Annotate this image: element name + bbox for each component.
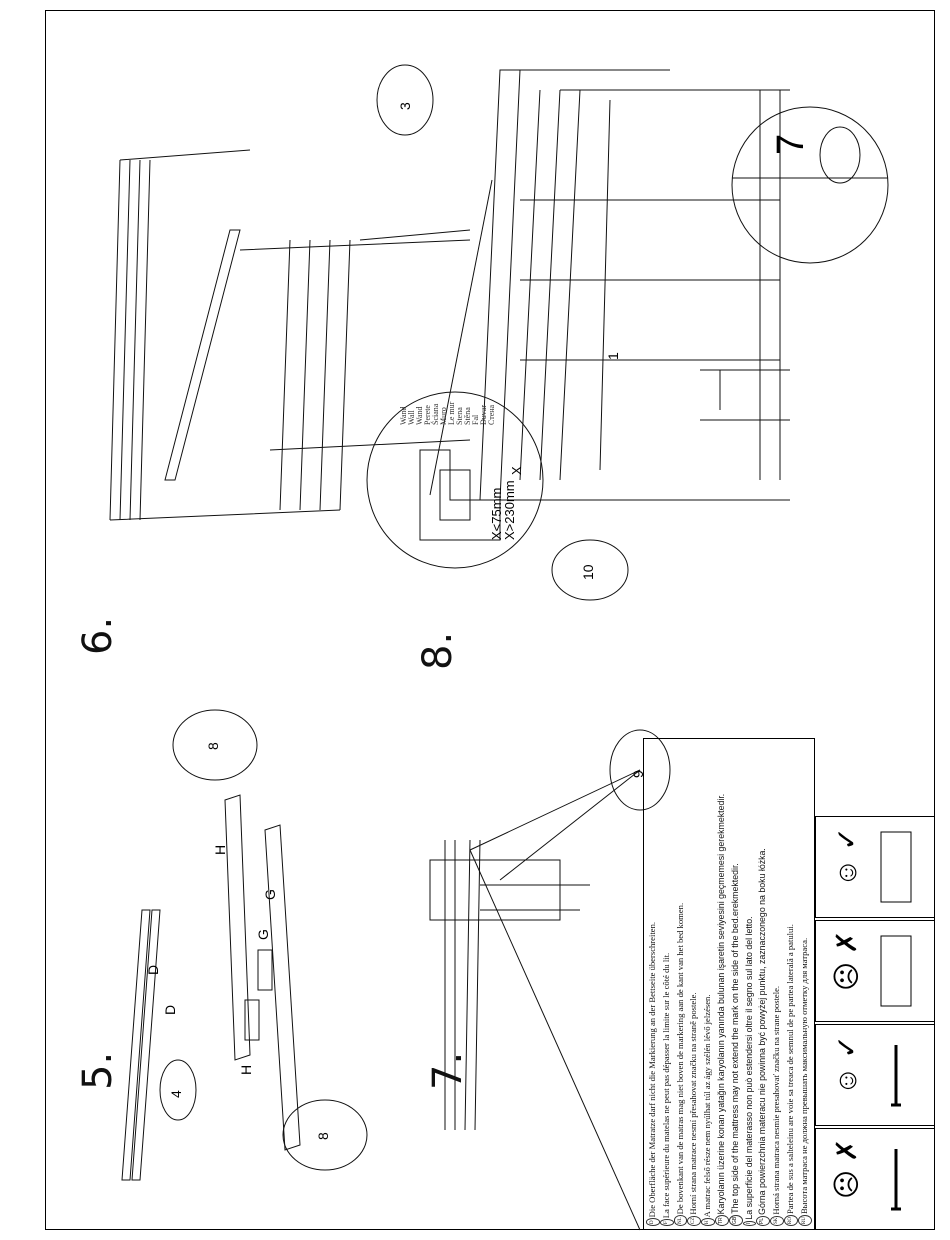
notice-text: Die Oberfläche der Matratze darf nicht d… [646, 921, 657, 1218]
correct-mattress-icon: ☺ ✓ [815, 816, 935, 918]
language-code-badge: D [646, 1218, 660, 1226]
callout-10: 10 [580, 564, 596, 580]
part-D2: D [162, 1004, 178, 1015]
screw-3-callout [376, 64, 434, 136]
step-5-label: 5. [75, 1051, 121, 1090]
wrong-mattress-icon: ☹ ✗ [815, 920, 935, 1022]
language-code-badge: GB [728, 1214, 743, 1226]
step8-bed [429, 69, 790, 501]
svg-text:☹ ✗: ☹ ✗ [831, 1139, 862, 1199]
notice-text: The top side of the mattress may not ext… [730, 863, 741, 1214]
notice-line: SKHorná strana matraca nesmie presahovať… [770, 742, 784, 1226]
language-code-badge: NL [673, 1215, 688, 1226]
x-max-rule: X>230mm [502, 480, 517, 540]
part-D1: D [145, 964, 161, 975]
language-code-badge: SK [770, 1215, 784, 1226]
callout-8a: 8 [205, 742, 221, 750]
screw-8a-callout [172, 709, 258, 781]
callout-7: 7 [770, 133, 812, 155]
step6-bed-frame [109, 149, 471, 521]
part-H2: H [212, 844, 228, 855]
mattress-height-notice: DDie Oberfläche der Matratze darf nicht … [643, 738, 815, 1230]
callout-4: 4 [168, 1090, 184, 1098]
notice-line: GBThe top side of the mattress may not e… [728, 742, 743, 1226]
language-code-badge: CZ [687, 1215, 702, 1226]
callout-1: 1 [605, 352, 621, 360]
notice-text: A matrac felső része nem nyúlhat túl az … [702, 994, 713, 1218]
notice-text: Horní strana matrace nesmí přesahovat zn… [688, 992, 699, 1215]
step-8-label: 8. [415, 631, 461, 670]
language-code-badge: H [701, 1218, 715, 1226]
notice-line: PLGórna powierzchnia materacu nie powinn… [756, 742, 771, 1226]
step7-ladder [429, 769, 641, 1231]
callout-3: 3 [397, 102, 413, 110]
notice-text: Horná strana matraca nesmie presahovať z… [771, 985, 782, 1215]
part-G1: G [255, 929, 271, 940]
screw-8b-callout [282, 1099, 368, 1171]
screw-usage-icons: ☹ ✗ ☺ ✓ ☹ ✗ ☺ ✓ [815, 816, 935, 1230]
notice-line: FLa face supérieure du matelas ne peut p… [659, 742, 674, 1226]
notice-line: HA matrac felső része nem nyúlhat túl az… [701, 742, 715, 1226]
language-code-badge: I [742, 1220, 757, 1226]
part-G2: G [262, 889, 278, 900]
step5-rails [121, 794, 301, 1181]
correct-screw-icon: ☺ ✓ [815, 1024, 935, 1126]
callout-8b: 8 [315, 1132, 331, 1140]
notice-text: La superficie del materasso non può este… [743, 916, 754, 1220]
language-code-badge: RO [783, 1215, 798, 1226]
notice-text: Karyolanın üzerine konan yatağın karyola… [716, 793, 727, 1215]
wall-label: Стена [487, 404, 496, 425]
notice-text: Высота матраса не должна превышать макси… [798, 937, 809, 1215]
notice-text: La face supérieure du matelas ne peut pa… [660, 952, 671, 1219]
svg-text:☺ ✓: ☺ ✓ [831, 827, 862, 887]
notice-line: ROPartea de sus a salteleinu are voie sa… [783, 742, 798, 1226]
notice-line: NLDe bovenkant van de matras mag niet bo… [673, 742, 688, 1226]
mattress-mark-detail [731, 106, 889, 264]
step-7-label: 7. [425, 1051, 471, 1090]
screw-4-callout [159, 1059, 197, 1121]
part-H1: H [238, 1064, 254, 1075]
notice-line: ILa superficie del materasso non può est… [742, 742, 757, 1226]
notice-text: De bovenkant van de matras mag niet bove… [674, 902, 685, 1215]
wrong-screw-icon: ☹ ✗ [815, 1128, 935, 1230]
x-mark: X [509, 466, 524, 475]
screw-10-callout [551, 539, 629, 601]
language-code-badge: F [659, 1219, 674, 1226]
screw-9-callout [609, 729, 671, 811]
language-code-badge: RU [797, 1215, 812, 1226]
language-code-badge: TR [714, 1215, 729, 1226]
notice-text: Partea de sus a salteleinu are voie sa t… [784, 924, 795, 1215]
language-code-badge: PL [756, 1215, 771, 1226]
wall-labels: Wand Wall Wand Perete Ściana Muro Le mur… [399, 402, 496, 425]
step-6-label: 6. [75, 616, 121, 655]
notice-line: DDie Oberfläche der Matratze darf nicht … [646, 742, 660, 1226]
notice-line: RUВысота матраса не должна превышать мак… [797, 742, 812, 1226]
notice-line: CZHorní strana matrace nesmí přesahovat … [687, 742, 702, 1226]
svg-text:☹ ✗: ☹ ✗ [831, 931, 862, 991]
svg-text:☺ ✓: ☺ ✓ [831, 1035, 862, 1095]
wall-clearance-detail [366, 391, 544, 569]
notice-line: TRKaryolanın üzerine konan yatağın karyo… [714, 742, 729, 1226]
notice-text: Górna powierzchnia materacu nie powinna … [757, 848, 768, 1215]
